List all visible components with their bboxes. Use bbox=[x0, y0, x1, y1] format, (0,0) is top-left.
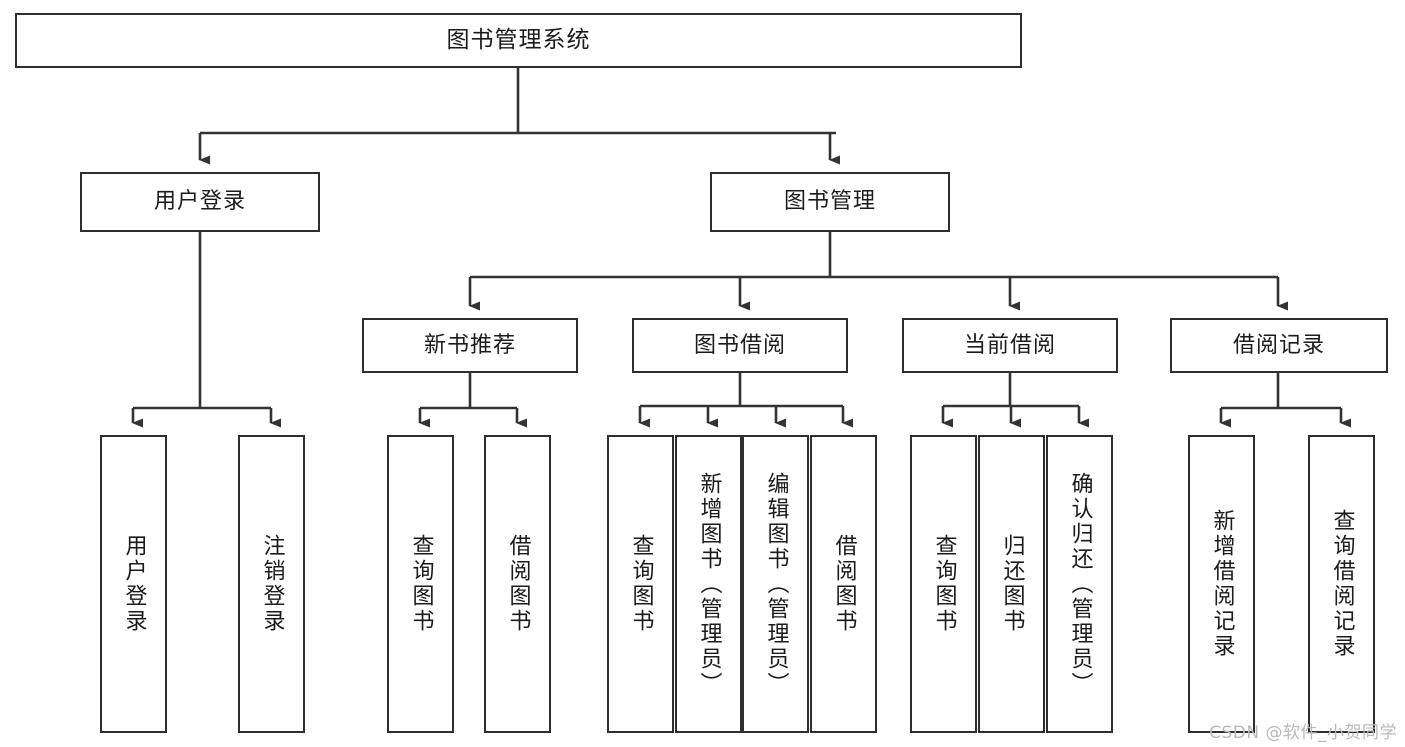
leaf-node-label: 确认归还（管理员） bbox=[1067, 471, 1093, 697]
node-book-manage-label: 图书管理 bbox=[783, 189, 876, 215]
node-root-label: 图书管理系统 bbox=[446, 27, 591, 54]
leaf-node-label: 查询图书 bbox=[408, 534, 434, 634]
leaf-node[interactable]: 注销登录 bbox=[238, 435, 305, 733]
node-book-manage[interactable]: 图书管理 bbox=[710, 172, 950, 232]
node-user-login[interactable]: 用户登录 bbox=[80, 172, 320, 232]
leaf-node[interactable]: 新增图书（管理员） bbox=[675, 435, 742, 733]
node-book-borrow-label: 图书借阅 bbox=[693, 332, 786, 358]
csdn-watermark: CSDN @软件_小贺同学 bbox=[1209, 723, 1397, 743]
leaf-node[interactable]: 查询借阅记录 bbox=[1308, 435, 1375, 733]
leaf-node[interactable]: 新增借阅记录 bbox=[1188, 435, 1255, 733]
node-user-login-label: 用户登录 bbox=[153, 189, 246, 215]
leaf-node[interactable]: 查询图书 bbox=[607, 435, 674, 733]
leaf-node-label: 归还图书 bbox=[999, 534, 1025, 634]
node-borrow-record-label: 借阅记录 bbox=[1232, 332, 1325, 358]
leaf-node-label: 用户登录 bbox=[121, 534, 147, 634]
node-current-borrow-label: 当前借阅 bbox=[963, 332, 1056, 358]
node-new-book-recommend[interactable]: 新书推荐 bbox=[362, 318, 578, 373]
leaf-node-label: 编辑图书（管理员） bbox=[763, 471, 789, 697]
leaf-node-label: 新增借阅记录 bbox=[1209, 509, 1235, 659]
leaf-node-label: 借阅图书 bbox=[831, 534, 857, 634]
leaf-node-label: 新增图书（管理员） bbox=[696, 471, 722, 697]
node-root[interactable]: 图书管理系统 bbox=[15, 13, 1022, 68]
leaf-node[interactable]: 归还图书 bbox=[978, 435, 1045, 733]
leaf-node-label: 查询图书 bbox=[628, 534, 654, 634]
leaf-node[interactable]: 编辑图书（管理员） bbox=[742, 435, 809, 733]
leaf-node-label: 查询借阅记录 bbox=[1329, 509, 1355, 659]
leaf-node[interactable]: 查询图书 bbox=[387, 435, 454, 733]
leaf-node-label: 注销登录 bbox=[259, 534, 285, 634]
node-new-book-recommend-label: 新书推荐 bbox=[423, 332, 516, 358]
leaf-node[interactable]: 查询图书 bbox=[910, 435, 977, 733]
leaf-node-label: 借阅图书 bbox=[505, 534, 531, 634]
node-current-borrow[interactable]: 当前借阅 bbox=[902, 318, 1118, 373]
node-borrow-record[interactable]: 借阅记录 bbox=[1170, 318, 1388, 373]
node-book-borrow[interactable]: 图书借阅 bbox=[632, 318, 848, 373]
leaf-node-label: 查询图书 bbox=[931, 534, 957, 634]
leaf-node[interactable]: 借阅图书 bbox=[484, 435, 551, 733]
leaf-node[interactable]: 用户登录 bbox=[100, 435, 167, 733]
leaf-node[interactable]: 确认归还（管理员） bbox=[1046, 435, 1113, 733]
leaf-node[interactable]: 借阅图书 bbox=[810, 435, 877, 733]
